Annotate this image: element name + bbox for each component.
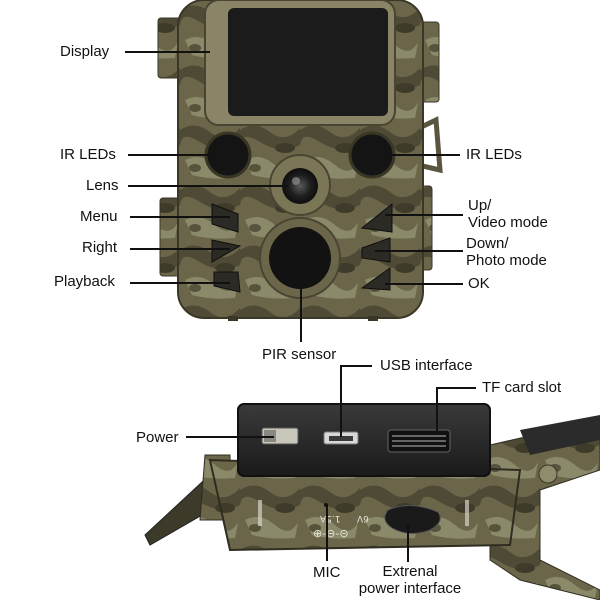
lens-glint — [292, 177, 300, 185]
polarity-symbols: ⊕-⊖-⊝ — [313, 527, 349, 540]
leader-external-power — [407, 524, 409, 562]
label-power: Power — [136, 429, 179, 446]
usb-port-inner — [329, 436, 353, 441]
label-down-photo-line1: Down/ — [466, 235, 509, 252]
leader-ir-right — [388, 154, 460, 156]
label-playback: Playback — [54, 273, 115, 290]
leader-display — [125, 51, 210, 53]
label-ok: OK — [468, 275, 490, 292]
label-mic: MIC — [313, 564, 341, 581]
label-external-power-line2: power interface — [358, 580, 462, 597]
label-ir-leds-right: IR LEDs — [466, 146, 522, 163]
leader-tf-h — [436, 387, 476, 389]
label-external-power: Extrenal power interface — [354, 563, 466, 597]
label-display: Display — [60, 43, 110, 60]
front-foot-right — [368, 316, 378, 321]
leader-mic — [326, 505, 328, 561]
label-external-power-line1: Extrenal — [382, 563, 438, 580]
leader-ir-left — [128, 154, 213, 156]
bottom-right-clamp-dark — [520, 415, 600, 455]
device-voltage: 6V — [357, 513, 369, 523]
label-tf-card-slot: TF card slot — [482, 379, 562, 396]
label-down-photo-line2: Photo mode — [466, 252, 547, 269]
label-usb-interface: USB interface — [380, 357, 473, 374]
device-current: 1.5A — [320, 513, 341, 523]
leader-power — [186, 436, 274, 438]
leader-up-video — [385, 214, 463, 216]
slit-left — [258, 500, 262, 526]
leader-usb-h — [340, 365, 372, 367]
label-lens: Lens — [86, 177, 119, 194]
label-up-video: Up/ Video mode — [468, 197, 548, 231]
up-button[interactable] — [360, 202, 393, 233]
label-down-photo: Down/ Photo mode — [466, 235, 547, 269]
label-pir-sensor: PIR sensor — [262, 346, 337, 363]
label-ir-leds-left: IR LEDs — [60, 146, 116, 163]
lens — [282, 168, 318, 204]
leader-right — [130, 248, 230, 250]
label-menu: Menu — [80, 208, 118, 225]
label-up-video-line1: Up/ — [468, 197, 492, 214]
leader-playback — [130, 282, 230, 284]
leader-down-photo — [375, 250, 463, 252]
power-jack[interactable] — [384, 505, 441, 534]
leader-pir — [300, 276, 302, 342]
front-foot-left — [228, 316, 238, 321]
slit-right — [465, 500, 469, 526]
leader-lens — [128, 185, 288, 187]
tf-card-slot-ridges — [392, 435, 446, 447]
leader-ok — [385, 283, 463, 285]
right-button[interactable] — [211, 239, 242, 263]
leader-tf-v — [436, 387, 438, 435]
label-up-video-line2: Video mode — [468, 214, 548, 231]
display-screen — [228, 8, 388, 116]
label-right: Right — [82, 239, 118, 256]
ok-button[interactable] — [360, 267, 391, 291]
leader-menu — [130, 216, 230, 218]
leader-usb-v — [340, 365, 342, 437]
port-panel — [237, 403, 491, 477]
clamp-knob — [538, 464, 558, 484]
pir-sensor — [269, 227, 331, 289]
bottom-right-clamp — [489, 419, 600, 600]
